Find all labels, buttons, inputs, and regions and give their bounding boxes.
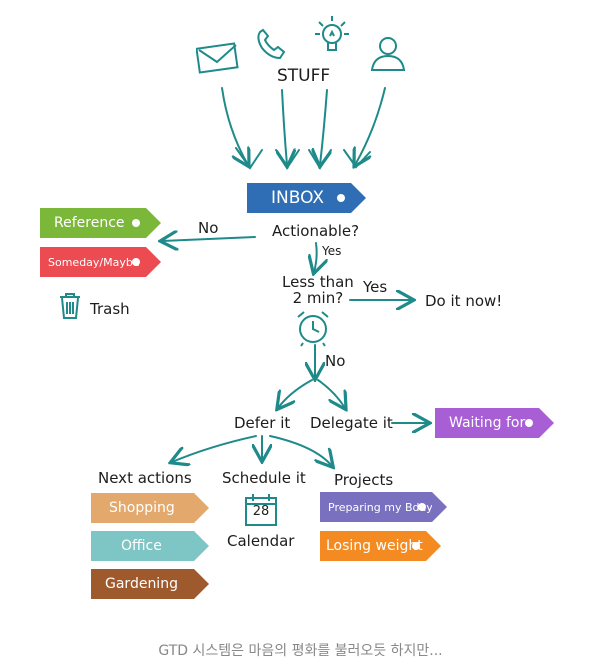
someday-maybe-tag[interactable]: Someday/Maybe bbox=[40, 247, 161, 277]
gardening-label: Gardening bbox=[105, 576, 178, 592]
waiting-for-dot bbox=[525, 419, 533, 427]
reference-tag[interactable]: Reference bbox=[40, 208, 161, 238]
project-tag-losing-weight[interactable]: Losing weight bbox=[320, 531, 441, 561]
no-label-actionable: No bbox=[198, 219, 219, 237]
calendar-label: Calendar bbox=[227, 532, 295, 550]
next-actions-label: Next actions bbox=[98, 469, 192, 487]
person-icon bbox=[368, 34, 408, 76]
next-action-tag-gardening[interactable]: Gardening bbox=[91, 569, 209, 599]
reference-label: Reference bbox=[54, 215, 125, 231]
shopping-label: Shopping bbox=[109, 500, 175, 516]
yes-label-two-min: Yes bbox=[363, 278, 388, 296]
losing-weight-label: Losing weight bbox=[326, 538, 423, 554]
inbox-label: INBOX bbox=[271, 188, 325, 208]
envelope-icon bbox=[195, 42, 240, 78]
less-than-2-min-question: Less than 2 min? bbox=[282, 274, 354, 306]
waiting-for-tag[interactable]: Waiting for bbox=[435, 408, 554, 438]
lightbulb-icon bbox=[312, 12, 352, 62]
next-action-tag-shopping[interactable]: Shopping bbox=[91, 493, 209, 523]
less-than-line1: Less than bbox=[282, 273, 354, 291]
no-label-two-min: No bbox=[325, 352, 346, 370]
projects-label: Projects bbox=[334, 471, 394, 489]
calendar-icon bbox=[243, 492, 279, 532]
someday-dot bbox=[132, 258, 140, 266]
delegate-it-label: Delegate it bbox=[310, 414, 393, 432]
alarm-clock-icon bbox=[293, 308, 333, 352]
reference-dot bbox=[132, 219, 140, 227]
office-label: Office bbox=[121, 538, 162, 554]
less-than-line2: 2 min? bbox=[292, 289, 344, 307]
someday-maybe-label: Someday/Maybe bbox=[48, 255, 140, 269]
inbox-dot bbox=[337, 194, 345, 202]
stuff-label: STUFF bbox=[277, 66, 331, 86]
next-action-tag-office[interactable]: Office bbox=[91, 531, 209, 561]
project-tag-preparing-bday[interactable]: Preparing my Bday bbox=[320, 492, 447, 522]
defer-it-label: Defer it bbox=[234, 414, 291, 432]
phone-icon bbox=[254, 28, 288, 66]
inbox-tag[interactable]: INBOX bbox=[247, 183, 366, 213]
preparing-bday-dot bbox=[418, 503, 426, 511]
preparing-bday-label: Preparing my Bday bbox=[328, 500, 433, 514]
trash-label: Trash bbox=[90, 300, 130, 318]
image-caption: GTD 시스템은 마음의 평화를 불러오듯 하지만... bbox=[158, 643, 443, 659]
actionable-question: Actionable? bbox=[272, 222, 360, 240]
losing-weight-dot bbox=[412, 542, 420, 550]
waiting-for-label: Waiting for bbox=[449, 415, 526, 431]
schedule-it-label: Schedule it bbox=[222, 469, 306, 487]
yes-label-actionable: Yes bbox=[322, 244, 342, 258]
calendar-day: 28 bbox=[252, 504, 270, 519]
do-it-now-label: Do it now! bbox=[425, 292, 503, 310]
trash-icon bbox=[58, 292, 82, 324]
